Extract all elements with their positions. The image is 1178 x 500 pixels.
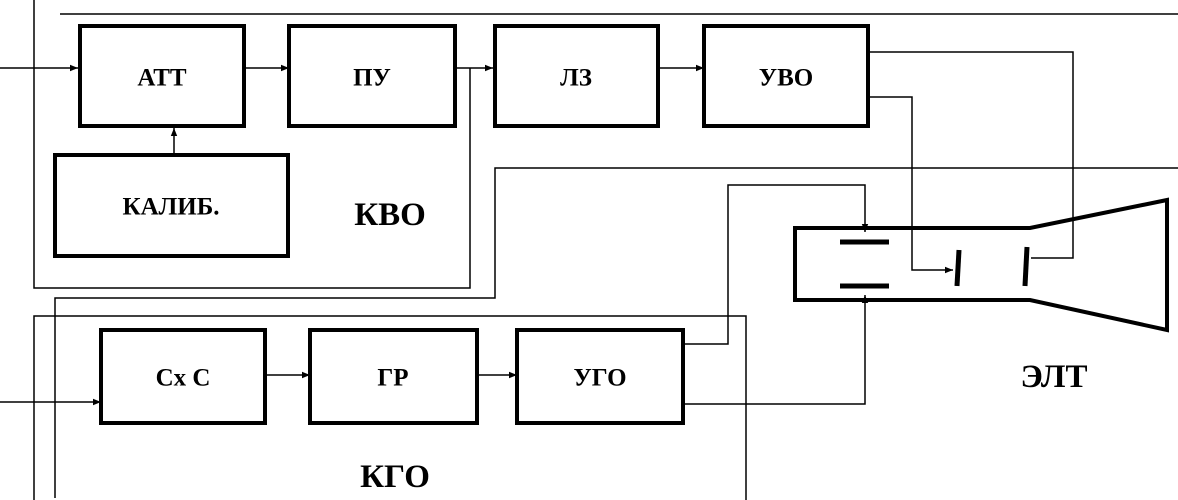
block-sxs-label: Сх С	[156, 365, 211, 392]
block-uvo: УВО	[702, 24, 870, 128]
block-ugo-label: УГО	[573, 365, 626, 392]
block-att: АТТ	[78, 24, 246, 128]
block-kalib: КАЛИБ.	[53, 153, 290, 258]
block-pu-label: ПУ	[353, 65, 391, 92]
kgo-frame	[33, 315, 747, 500]
sync-link-wire	[54, 167, 1178, 498]
block-pu: ПУ	[287, 24, 457, 128]
kvo-frame	[33, 0, 1178, 289]
block-gr-label: ГР	[377, 365, 408, 392]
group-label-elt: ЭЛТ	[1021, 359, 1088, 395]
crt-deflection-plates	[840, 239, 1030, 289]
block-lz-label: ЛЗ	[560, 65, 592, 92]
horizontal-channel-wires	[0, 184, 869, 406]
group-label-kvo: КВО	[354, 197, 426, 233]
block-kalib-label: КАЛИБ.	[122, 194, 219, 221]
block-gr: ГР	[308, 328, 479, 425]
crt-tube	[793, 197, 1169, 333]
block-ugo: УГО	[515, 328, 685, 425]
block-att-label: АТТ	[137, 65, 187, 92]
block-sxs: Сх С	[99, 328, 267, 425]
vertical-channel-wires	[0, 51, 1074, 274]
group-label-kgo: КГО	[360, 459, 430, 495]
block-lz: ЛЗ	[493, 24, 660, 128]
block-uvo-label: УВО	[759, 65, 813, 92]
